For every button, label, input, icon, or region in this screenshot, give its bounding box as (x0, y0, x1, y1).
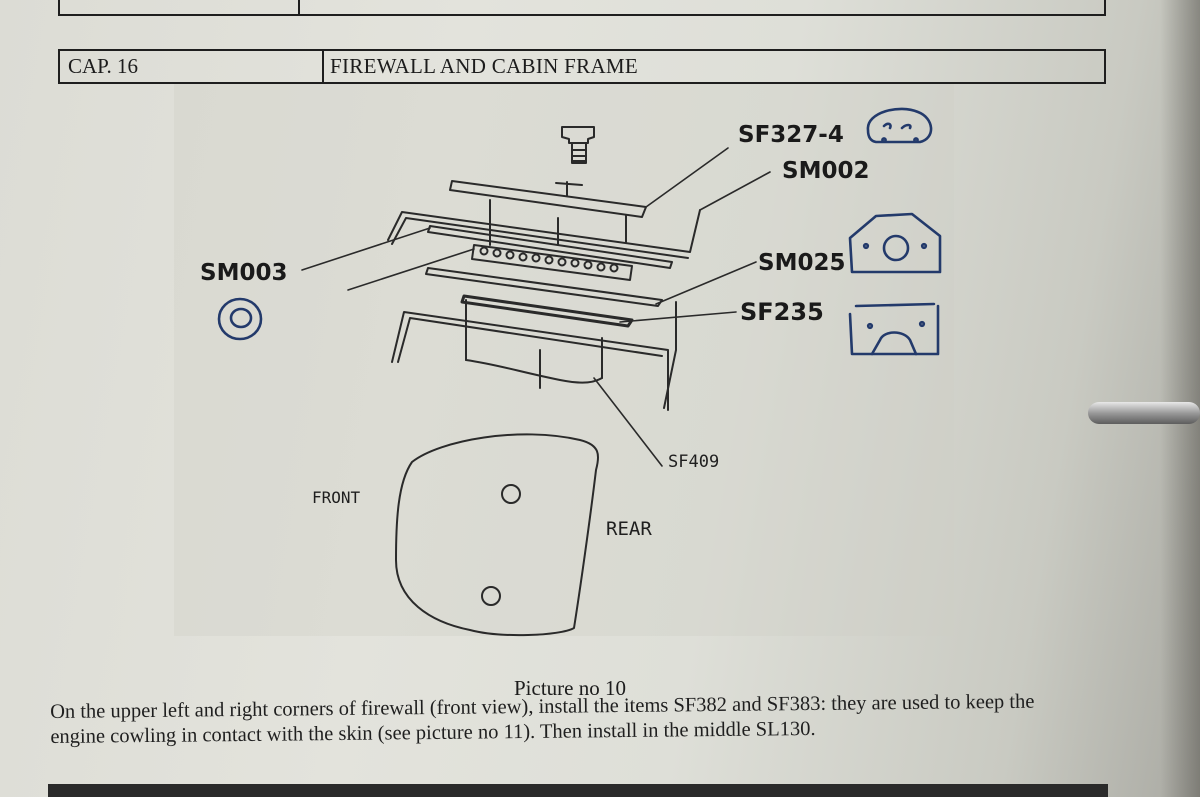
bottom-rule (48, 784, 1108, 797)
previous-header-box (58, 0, 1106, 16)
header-divider (298, 0, 300, 14)
firewall-plate-outline (395, 433, 599, 637)
sf409-sleeve (465, 299, 603, 389)
chapter-header: CAP. 16 FIREWALL AND CABIN FRAME (58, 49, 1106, 84)
bolt-part (561, 126, 595, 164)
sm003-sketch-icon (217, 297, 263, 341)
page-shadow-edge (1160, 0, 1200, 797)
figure-panel (174, 84, 954, 636)
sf327-4-plate (449, 180, 647, 218)
sf235-plate (460, 294, 634, 328)
chapter-number: CAP. 16 (68, 54, 139, 78)
label-front: FRONT (312, 488, 361, 507)
label-sm003: SM003 (200, 260, 288, 286)
label-sm002: SM002 (782, 158, 870, 184)
label-sf409: SF409 (668, 452, 720, 472)
lower-angle-frame (391, 301, 677, 411)
leader-lines (301, 147, 771, 467)
sm025-plate (425, 267, 663, 307)
binder-ring (1088, 402, 1200, 424)
header-divider (322, 51, 324, 82)
label-rear: REAR (606, 518, 652, 540)
figure-caption: Picture no 10 (514, 676, 626, 700)
sm003-washer-ring (427, 225, 673, 269)
label-sf235: SF235 (740, 298, 824, 326)
chapter-title: FIREWALL AND CABIN FRAME (330, 54, 639, 78)
sm002-angle (387, 209, 701, 259)
label-sf327-4: SF327-4 (738, 122, 844, 148)
sm025-gasket (471, 244, 633, 281)
sf235-sketch-icon (848, 302, 940, 356)
label-sm025: SM025 (758, 250, 846, 276)
sf327-4-sketch-icon (866, 107, 933, 144)
cylinder-body (489, 199, 627, 246)
sm025-sketch-icon (848, 212, 942, 274)
